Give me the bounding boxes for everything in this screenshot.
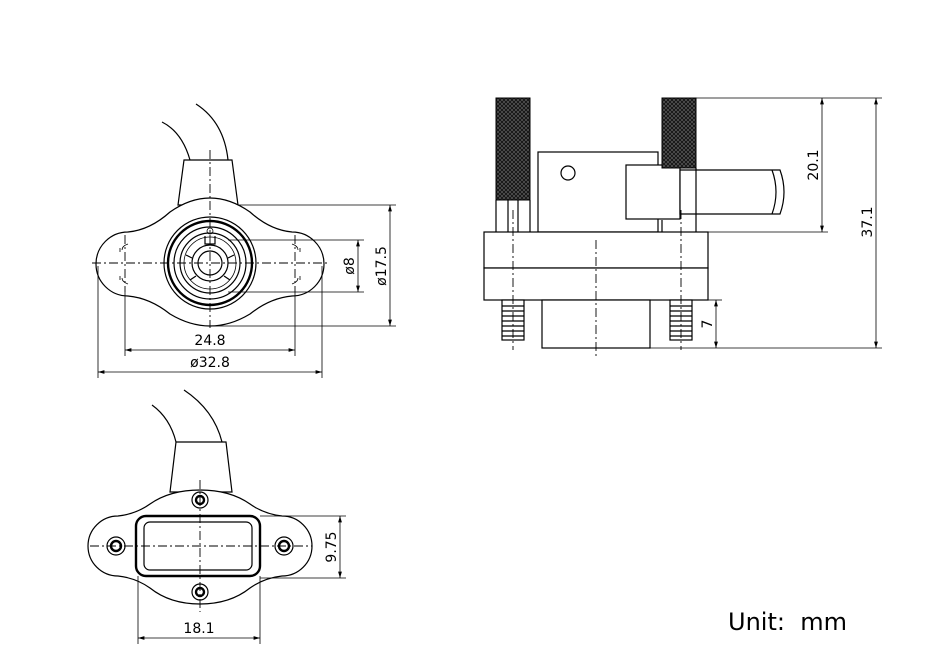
key-pin xyxy=(206,227,214,235)
front-view: 24.8 ø32.8 ø8 ø17.5 xyxy=(92,103,396,378)
mounting-hole xyxy=(121,243,299,285)
cable-wire xyxy=(151,404,177,443)
mounting-flange xyxy=(95,197,325,327)
dim-stud-length: 7 xyxy=(700,320,716,329)
extension-line xyxy=(228,239,364,293)
cable-boot xyxy=(169,441,233,493)
cable-wire xyxy=(161,121,191,161)
cable-clamp xyxy=(625,164,681,220)
dim-cable-height: 20.1 xyxy=(806,149,822,180)
extension-line xyxy=(97,266,323,378)
screw-right xyxy=(274,536,294,556)
dim-bore-diameter: ø8 xyxy=(342,257,358,274)
dim-total-height: 37.1 xyxy=(860,206,876,237)
knurled-nut-left xyxy=(495,97,531,201)
unit-label: Unit: mm xyxy=(728,608,847,636)
dim-body-diameter: ø17.5 xyxy=(374,246,390,286)
extension-line xyxy=(137,576,261,644)
lower-body xyxy=(541,299,651,349)
cable xyxy=(679,169,785,215)
dim-window-width: 18.1 xyxy=(183,621,214,637)
extension-line xyxy=(124,292,296,356)
side-view: 20.1 37.1 7 xyxy=(483,97,882,356)
cable-end xyxy=(771,169,777,215)
extension-line xyxy=(210,204,396,327)
cable-wire xyxy=(183,389,223,443)
cable-wire xyxy=(195,103,229,161)
dim-flange-diameter: ø32.8 xyxy=(190,355,230,371)
centerline xyxy=(124,235,296,292)
nut-shaft xyxy=(495,168,697,232)
knurled-nut-right xyxy=(661,97,697,169)
dim-hole-spacing: 24.8 xyxy=(194,333,225,349)
dim-window-height: 9.75 xyxy=(324,531,340,562)
nut-shaft xyxy=(507,200,519,232)
extension-line xyxy=(680,97,882,233)
set-screw-hole xyxy=(560,165,576,181)
extension-line xyxy=(260,515,346,579)
bottom-view: 9.75 18.1 xyxy=(87,389,346,644)
connector-detail xyxy=(185,254,235,281)
centerline xyxy=(512,210,682,356)
mounting-hole xyxy=(119,248,301,280)
